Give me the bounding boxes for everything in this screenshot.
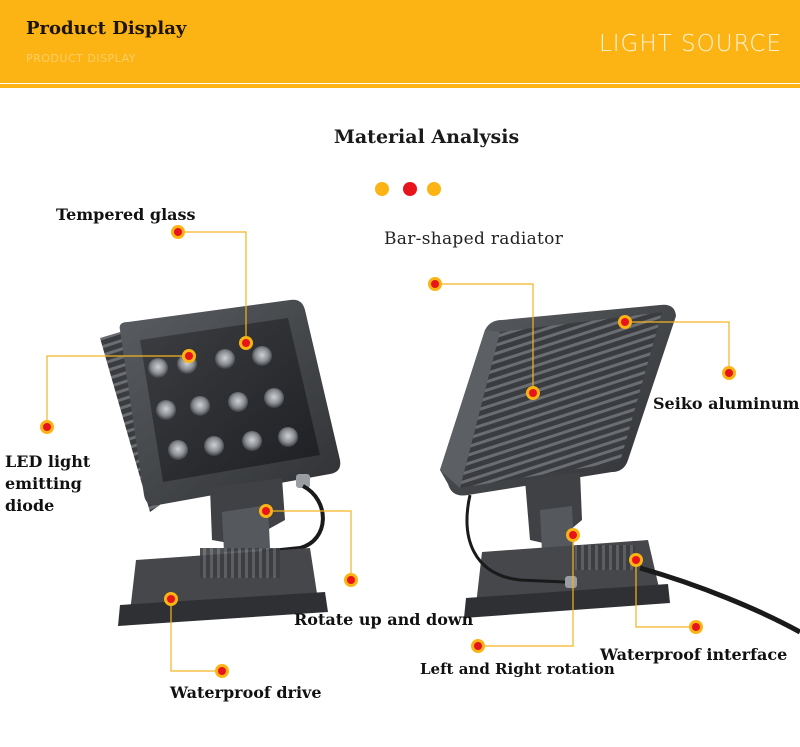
marker-drive-label <box>215 664 229 678</box>
banner-subtitle: PRODUCT DISPLAY <box>26 52 136 65</box>
dot-orange-left <box>375 182 389 196</box>
marker-tempered-glass <box>171 225 185 239</box>
marker-interface-label <box>689 620 703 634</box>
header-banner <box>0 0 800 83</box>
marker-radiator-label <box>428 277 442 291</box>
marker-interface-source <box>629 553 643 567</box>
dot-red-center <box>403 182 417 196</box>
marker-drive-source <box>164 592 178 606</box>
label-waterproof-drive: Waterproof drive <box>170 683 322 702</box>
right-floodlight <box>440 304 800 635</box>
section-title: Material Analysis <box>333 126 520 148</box>
marker-rotate-source <box>259 504 273 518</box>
banner-title: Product Display <box>26 18 187 39</box>
label-led-line3: diode <box>5 496 55 515</box>
left-floodlight <box>100 299 341 626</box>
label-led-line2: emitting <box>5 474 82 493</box>
leader-lines <box>46 231 730 672</box>
label-waterproof-interface: Waterproof interface <box>600 645 788 664</box>
callout-markers <box>40 225 736 678</box>
banner-right-title: LIGHT SOURCE <box>598 31 782 57</box>
label-led-line1: LED light <box>5 452 91 471</box>
marker-aluminum-label <box>722 366 736 380</box>
banner-underline <box>0 84 800 88</box>
marker-lr-source <box>566 528 580 542</box>
label-bar-radiator: Bar-shaped radiator <box>384 229 564 249</box>
label-seiko-aluminum: Seiko aluminum <box>653 394 800 413</box>
marker-aluminum-source <box>618 315 632 329</box>
marker-lr-label <box>471 639 485 653</box>
label-rotate-up-down: Rotate up and down <box>294 610 474 629</box>
dot-orange-right <box>427 182 441 196</box>
marker-glass-end <box>239 336 253 350</box>
led-array <box>148 346 298 460</box>
label-left-right-rotation: Left and Right rotation <box>420 660 615 678</box>
marker-led-source <box>182 349 196 363</box>
label-tempered-glass: Tempered glass <box>56 205 196 224</box>
marker-radiator-source <box>526 386 540 400</box>
marker-led-label <box>40 420 54 434</box>
marker-rotate-label <box>344 573 358 587</box>
